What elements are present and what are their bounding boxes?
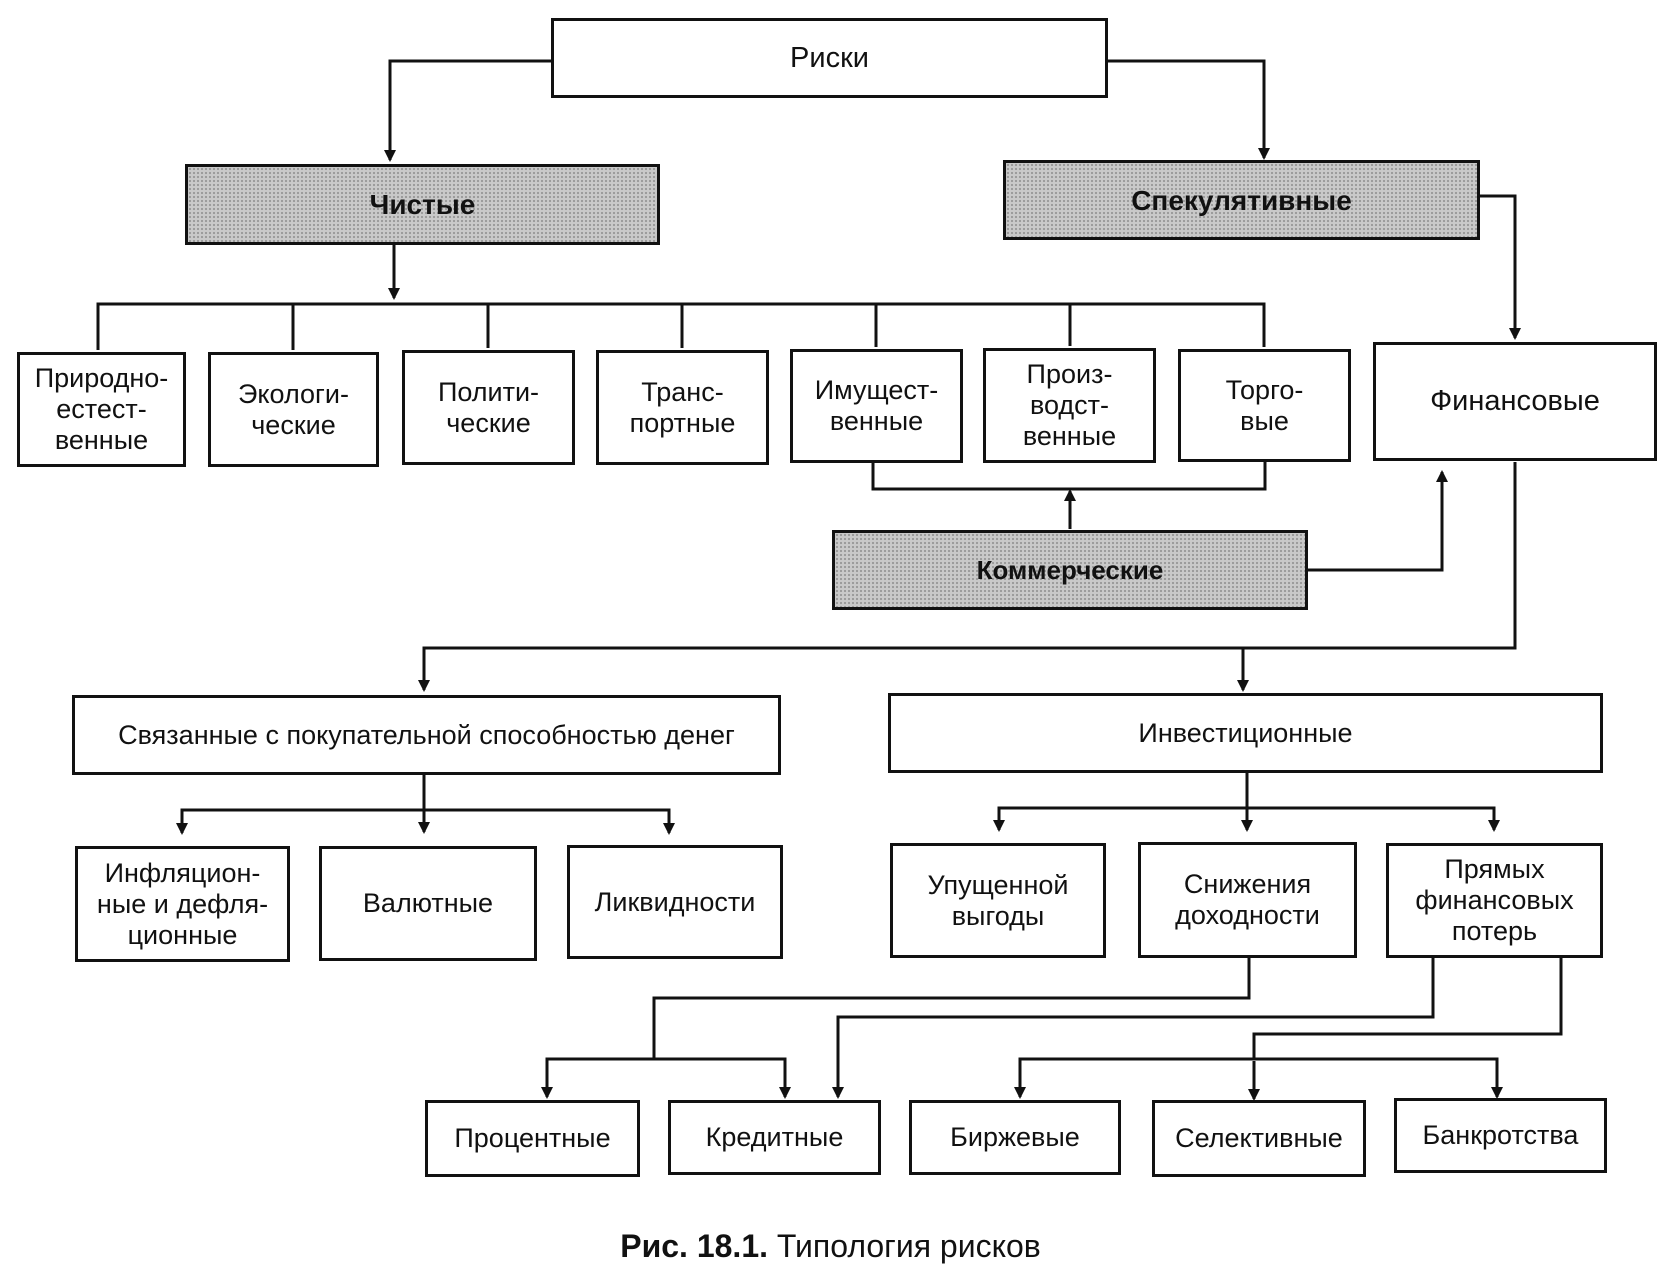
node-selective: Селективные bbox=[1152, 1100, 1366, 1177]
node-interest: Процентные bbox=[425, 1100, 640, 1177]
node-currency: Валютные bbox=[319, 846, 537, 961]
node-yield-decrease: Снижения доходности bbox=[1138, 842, 1357, 958]
figure-caption: Рис. 18.1. Типология рисков bbox=[0, 1228, 1661, 1265]
node-direct-losses: Прямых финансовых потерь bbox=[1386, 843, 1603, 958]
node-risks: Риски bbox=[551, 18, 1108, 98]
node-financial: Финансовые bbox=[1373, 342, 1657, 461]
node-inflation: Инфляцион- ные и дефля- ционные bbox=[75, 846, 290, 962]
node-exchange: Биржевые bbox=[909, 1100, 1121, 1175]
node-bankruptcy: Банкротства bbox=[1394, 1098, 1607, 1173]
node-pure: Чистые bbox=[185, 164, 660, 245]
node-pure-type-6: Произ- водст- венные bbox=[983, 348, 1156, 463]
node-pure-type-3: Полити- ческие bbox=[402, 350, 575, 465]
node-pure-type-5: Имущест- венные bbox=[790, 349, 963, 463]
node-credit: Кредитные bbox=[668, 1100, 881, 1175]
node-investment: Инвестиционные bbox=[888, 693, 1603, 773]
node-lost-profit: Упущенной выгоды bbox=[890, 843, 1106, 958]
node-speculative: Спекулятивные bbox=[1003, 160, 1480, 240]
figure-title: Типология рисков bbox=[776, 1228, 1041, 1264]
node-purchasing-power: Связанные с покупательной способностью д… bbox=[72, 695, 781, 775]
figure-number: Рис. 18.1. bbox=[620, 1228, 768, 1264]
node-pure-type-1: Природно- естест- венные bbox=[17, 352, 186, 467]
node-pure-type-7: Торго- вые bbox=[1178, 349, 1351, 462]
node-liquidity: Ликвидности bbox=[567, 845, 783, 959]
node-commercial: Коммерческие bbox=[832, 530, 1308, 610]
node-pure-type-4: Транс- портные bbox=[596, 350, 769, 465]
node-pure-type-2: Экологи- ческие bbox=[208, 352, 379, 467]
